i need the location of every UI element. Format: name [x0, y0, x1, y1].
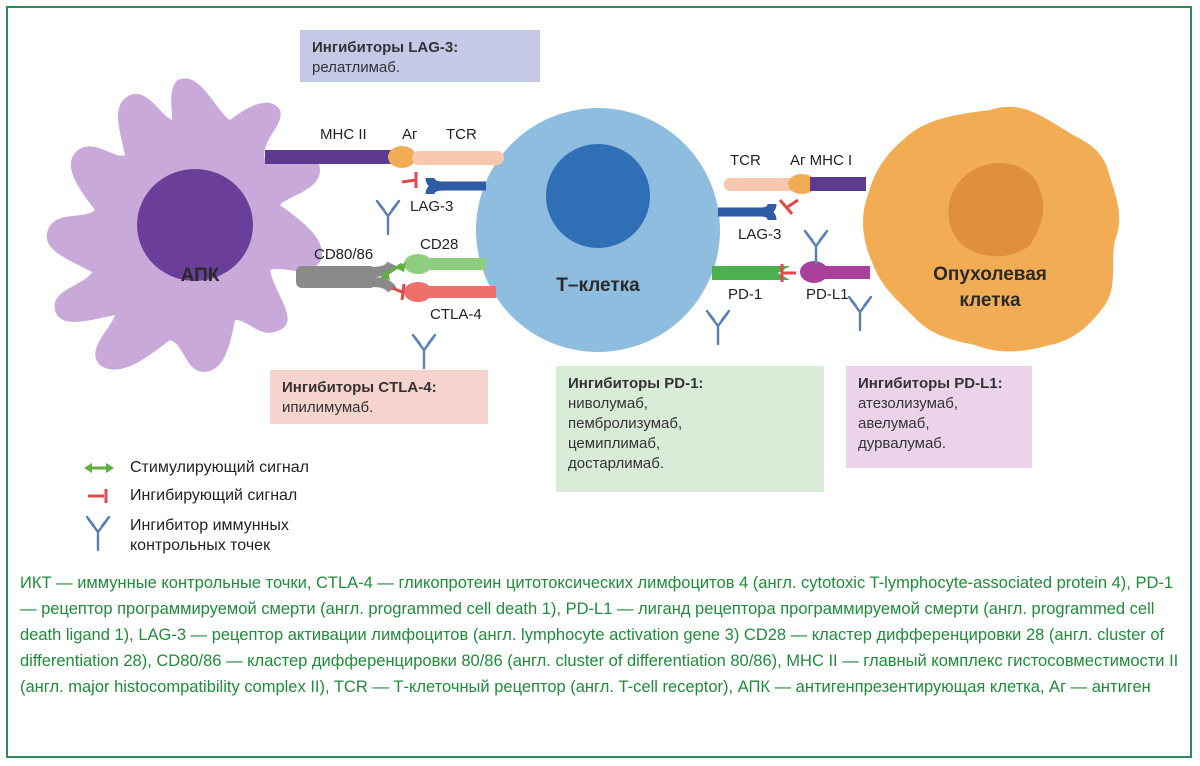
ctla4-drug-1: ипилимумаб. [282, 399, 374, 416]
tcr-right-molecule [724, 178, 804, 191]
pd1-inhibitors-title: Ингибиторы PD-1: [568, 375, 704, 392]
lag3-inhibitors-box: Ингибиторы LAG-3: релатлимаб. [300, 30, 540, 82]
cd8086-label: CD80/86 [314, 246, 374, 263]
apc-nucleus [137, 169, 253, 281]
lag3-left-molecule [425, 177, 486, 195]
pdl1-drug-3: дурвалумаб. [858, 435, 947, 452]
legend-stimulate-icon [84, 463, 114, 473]
apc-label: АПК [180, 265, 220, 286]
tcell [476, 108, 720, 352]
ag-mhc1-label: Аг MHC I [790, 152, 853, 169]
pd1-label: PD-1 [728, 286, 763, 303]
tcell-label: Т–клетка [556, 275, 640, 296]
antibody-icon-lag3-right [803, 229, 829, 266]
inhibit-mark-pd1 [780, 264, 796, 282]
pd1-molecule [712, 266, 768, 280]
inhibit-mark-ctla4 [391, 283, 406, 301]
pdl1-drug-1: атезолизумаб, [858, 395, 959, 412]
tumor-label: Опухолевая клетка [915, 262, 1065, 314]
lag3-inhibitors-title: Ингибиторы LAG-3: [312, 39, 459, 56]
antibody-icon-pd1 [705, 309, 731, 346]
pd1-drug-1: ниволумаб, [568, 395, 648, 412]
tumor-cell [863, 106, 1120, 352]
pd1-inhibitors-box: Ингибиторы PD-1: ниволумаб, пембролизума… [556, 366, 824, 492]
legend-antibody-icon [85, 515, 111, 552]
tcr-left-molecule [412, 151, 504, 165]
antibody-icon-pdl1 [847, 295, 873, 332]
pd1-drug-4: достарлимаб. [568, 455, 665, 472]
mhc2-label: MHC II [320, 126, 367, 143]
pdl1-inhibitors-title: Ингибиторы PD-L1: [858, 375, 1003, 392]
antigen-right [788, 174, 816, 194]
pd1-drug-2: пембролизумаб, [568, 415, 683, 432]
ctla4-label: CTLA-4 [430, 306, 482, 323]
antibody-icon-ctla4 [411, 333, 437, 370]
legend-inhibit-icon [88, 489, 108, 503]
ag-left-label: Аг [402, 126, 418, 143]
lag3-left-label: LAG-3 [410, 198, 454, 215]
ctla4-inhibitors-title: Ингибиторы CTLA-4: [282, 379, 437, 396]
mhc2-molecule [265, 150, 397, 164]
legend-checkpoint-label-2: контрольных точек [130, 537, 271, 554]
apc-cell [46, 78, 322, 372]
lag3-drug-1: релатлимаб. [312, 59, 401, 76]
antibody-icon-lag3-left [375, 199, 401, 236]
tumor-nucleus [948, 162, 1044, 257]
tcell-nucleus [546, 144, 650, 248]
ctla4-inhibitors-box: Ингибиторы CTLA-4: ипилимумаб. [270, 370, 488, 424]
lag3-right-label: LAG-3 [738, 226, 782, 243]
mhc1-molecule [810, 177, 866, 191]
pdl1-drug-2: авелумаб, [858, 415, 930, 432]
diagram-frame [6, 6, 1192, 758]
legend-stimulating-label: Стимулирующий сигнал [130, 459, 309, 476]
cd28-label: CD28 [420, 236, 459, 253]
inhibit-mark-lag3-left [401, 172, 418, 188]
legend-inhibiting-label: Ингибирующий сигнал [130, 487, 298, 504]
abbreviations-footnote: ИКТ — иммунные контрольные точки, CTLA-4… [20, 574, 1179, 696]
inhibit-mark-lag3-right [778, 198, 799, 215]
lag3-right-molecule [718, 203, 777, 221]
antigen-left [388, 146, 416, 168]
pdl1-label: PD-L1 [806, 286, 849, 303]
pd1-drug-3: цемиплимаб, [568, 435, 661, 452]
tcr-right-label: TCR [730, 152, 761, 169]
legend-checkpoint-label-1: Ингибитор иммунных [130, 517, 289, 534]
tcr-left-label: TCR [446, 126, 477, 143]
tumor-label-line1: Опухолевая [933, 264, 1047, 285]
tumor-label-line2: клетка [959, 290, 1021, 311]
pdl1-inhibitors-box: Ингибиторы PD-L1: атезолизумаб, авелумаб… [846, 366, 1032, 468]
